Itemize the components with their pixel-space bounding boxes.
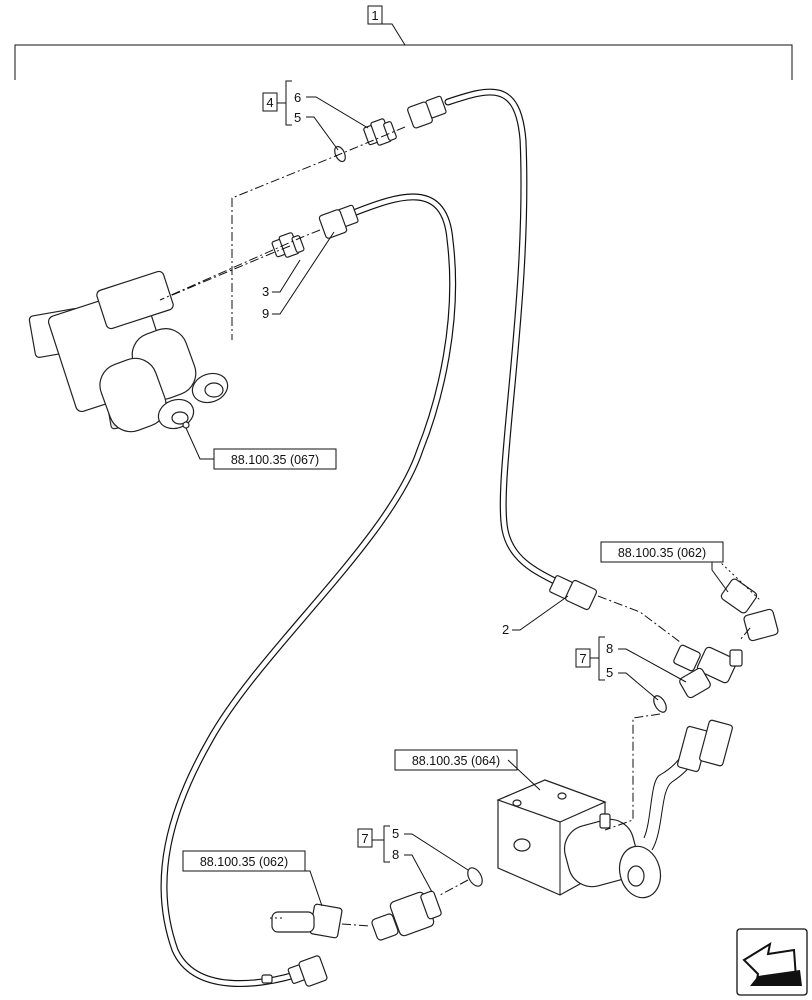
hose-2-top-fitting xyxy=(407,95,447,129)
ref-067: 88.100.35 (067) xyxy=(185,427,337,470)
o-ring-5-right xyxy=(653,695,667,713)
arrow-navigation-icon[interactable] xyxy=(736,928,808,996)
control-valve-block xyxy=(496,719,733,899)
ref-067-label: 88.100.35 (067) xyxy=(231,453,319,467)
callout-6: 6 xyxy=(294,90,301,105)
hose-9 xyxy=(160,193,457,987)
callout-5-bottom: 5 xyxy=(392,826,399,841)
callout-group-4-box: 4 xyxy=(266,95,273,110)
adapter-3 xyxy=(271,232,305,258)
ref-062-bottom-label: 88.100.35 (062) xyxy=(200,855,288,869)
hose-2 xyxy=(407,88,598,611)
callout-5-right: 5 xyxy=(606,665,613,680)
ref-062-top: 88.100.35 (062) xyxy=(600,541,729,593)
callout-group-7-bottom-box: 7 xyxy=(361,831,368,846)
hose-9-top-fitting xyxy=(318,204,359,239)
callout-3: 3 xyxy=(262,284,269,299)
ref-062-top-label: 88.100.35 (062) xyxy=(618,546,706,560)
solenoid-valve-block xyxy=(28,270,229,433)
elbow-fitting-top-right xyxy=(717,559,779,642)
hose-2-bottom-fitting xyxy=(549,575,598,611)
callout-group-4: 4 6 5 xyxy=(262,80,369,151)
assembly-number-box: 1 xyxy=(367,5,383,25)
ref-062-bottom: 88.100.35 (062) xyxy=(182,850,323,907)
o-ring-5-bottom xyxy=(467,867,483,887)
callout-9: 9 xyxy=(262,306,269,321)
callout-5-top: 5 xyxy=(294,110,301,125)
assembly-bracket xyxy=(14,23,793,80)
callout-8-bottom: 8 xyxy=(392,847,399,862)
callout-8-right: 8 xyxy=(606,641,613,656)
callout-group-7-bottom: 7 5 8 xyxy=(357,825,469,893)
callout-2: 2 xyxy=(502,622,509,637)
connection-lines xyxy=(159,126,751,927)
callout-group-2: 2 xyxy=(502,595,569,637)
assembly-number: 1 xyxy=(371,8,378,23)
callout-group-7-right-box: 7 xyxy=(579,651,586,666)
ref-064: 88.100.35 (064) xyxy=(394,749,541,791)
tee-fitting-8 xyxy=(673,644,743,699)
ref-064-label: 88.100.35 (064) xyxy=(412,754,500,768)
adapter-8-bottom xyxy=(371,890,442,941)
hose-9-bottom-fitting xyxy=(261,955,328,987)
elbow-fitting-bottom-left xyxy=(270,903,343,939)
adapter-6 xyxy=(363,118,397,146)
callout-group-3-9: 3 9 xyxy=(262,231,335,321)
callout-group-7-right: 7 8 5 xyxy=(575,636,687,701)
